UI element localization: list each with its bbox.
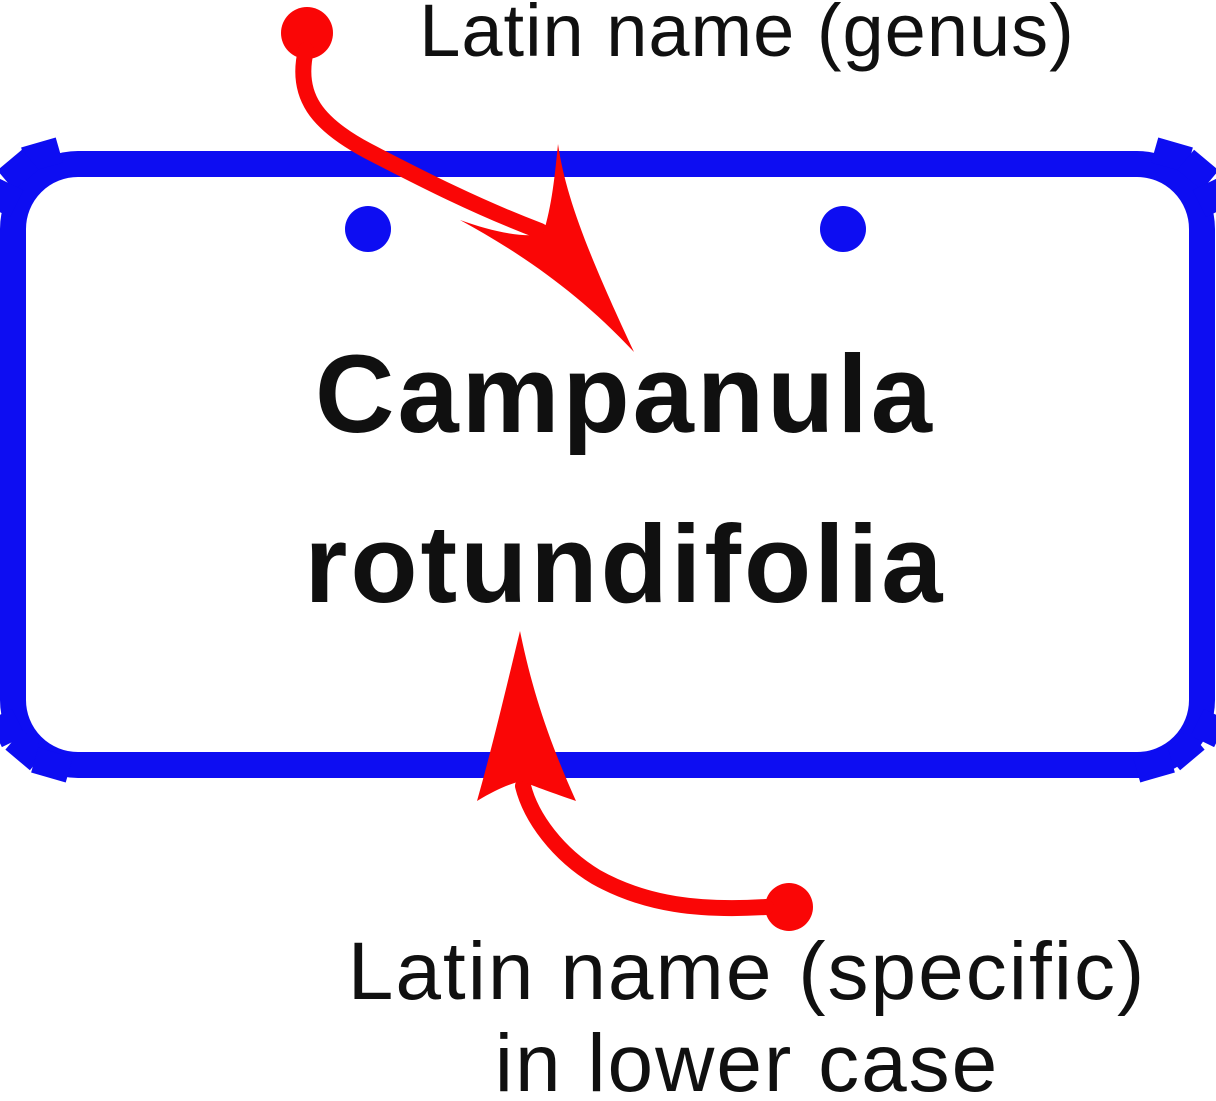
- species-arrow-curve: [515, 778, 774, 917]
- genus-name-text: Campanula: [315, 333, 935, 456]
- right-hole: [820, 206, 866, 252]
- species-arrow-origin-dot: [765, 883, 813, 931]
- species-name-text: rotundifolia: [304, 503, 946, 626]
- species-annotation-label-line2: in lower case: [494, 1018, 1000, 1101]
- genus-arrow-origin-dot: [281, 7, 333, 59]
- plant-label-plate: [0, 151, 1215, 778]
- species-annotation-label-line1: Latin name (specific): [347, 926, 1147, 1017]
- genus-annotation-label: Latin name (genus): [419, 0, 1075, 72]
- left-hole: [345, 206, 391, 252]
